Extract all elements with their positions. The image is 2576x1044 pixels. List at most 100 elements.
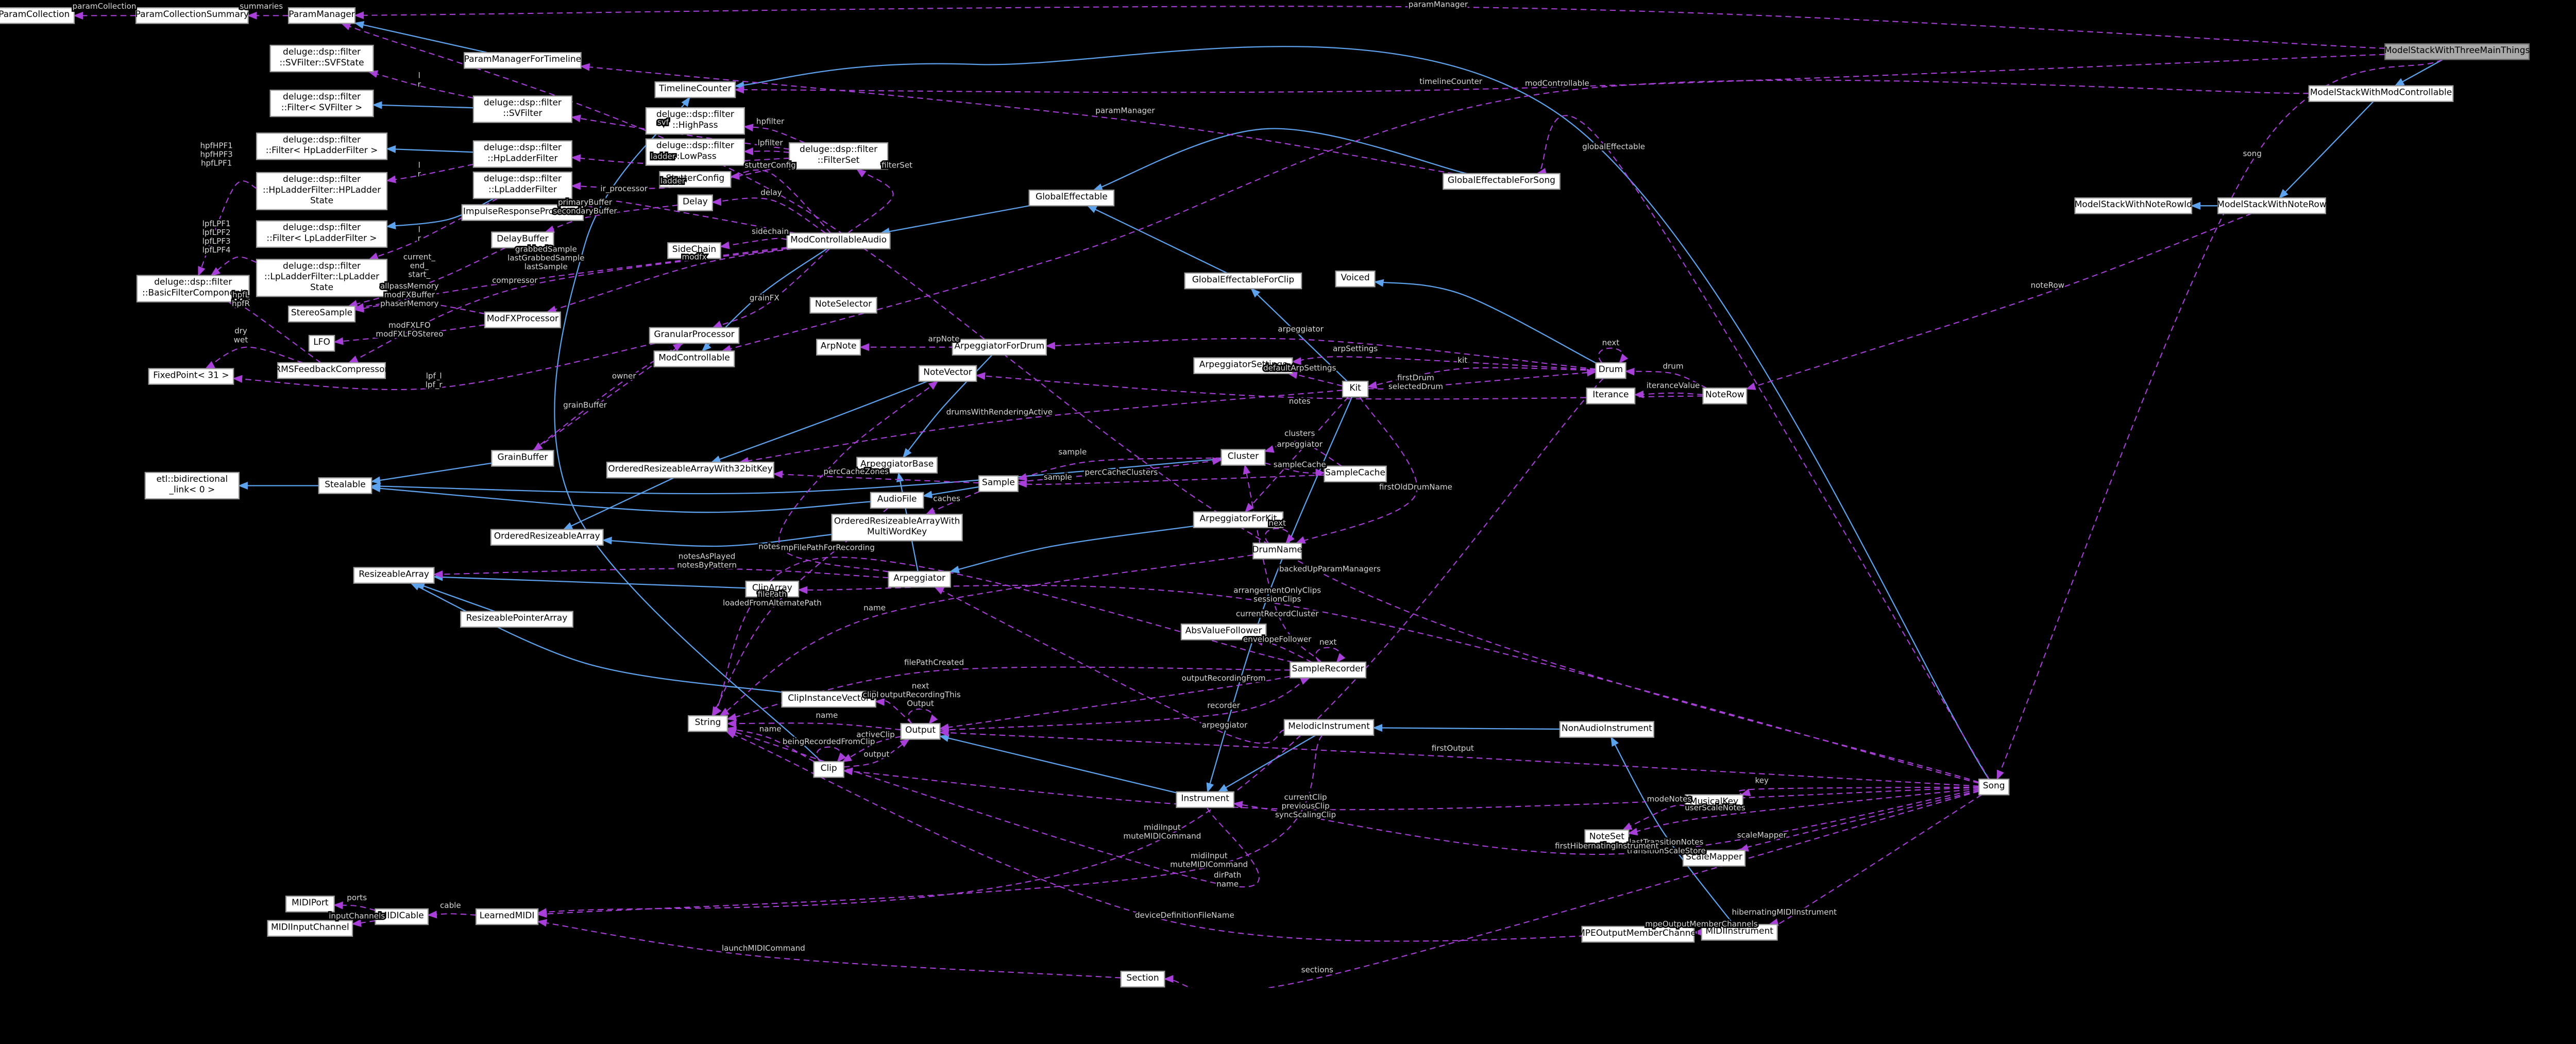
node-stealable[interactable]: Stealable	[318, 477, 372, 494]
node-non_audio[interactable]: NonAudioInstrument	[1559, 721, 1655, 738]
node-arp_note[interactable]: ArpNote	[816, 339, 861, 356]
node-clip[interactable]: Clip	[813, 761, 844, 778]
node-midi_instr[interactable]: MIDIInstrument	[1701, 923, 1778, 941]
node-section[interactable]: Section	[1120, 970, 1165, 988]
node-string[interactable]: String	[687, 715, 728, 732]
node-recorder[interactable]: SampleRecorder	[1290, 661, 1367, 679]
node-glob_clip[interactable]: GlobalEffectableForClip	[1184, 272, 1302, 290]
node-arpeggiator[interactable]: Arpeggiator	[888, 570, 951, 588]
node-param_collection_summary[interactable]: ParamCollectionSummary	[135, 7, 249, 24]
node-glob_eff[interactable]: GlobalEffectable	[1028, 189, 1115, 207]
node-ms_three[interactable]: ModelStackWithThreeMainThings	[2384, 43, 2530, 60]
node-note_row[interactable]: NoteRow	[1702, 388, 1748, 405]
node-svf_state[interactable]: deluge::dsp::filter::SVFilter::SVFState	[269, 44, 374, 73]
node-timeline_counter[interactable]: TimelineCounter	[654, 81, 736, 98]
node-note_vector[interactable]: NoteVector	[918, 365, 977, 382]
node-basic_filter[interactable]: deluge::dsp::filter::BasicFilterComponen…	[136, 275, 250, 302]
node-filter_hp[interactable]: deluge::dsp::filter::Filter< HpLadderFil…	[256, 132, 388, 160]
midi_in_ch-text: MIDIInputChannel	[271, 922, 349, 932]
node-drum_name[interactable]: DrumName	[1252, 542, 1302, 560]
node-highpass[interactable]: deluge::dsp::filter::HighPass	[645, 107, 745, 135]
node-lowpass[interactable]: deluge::dsp::filter::LowPass	[645, 138, 745, 166]
node-iterance[interactable]: Iterance	[1586, 388, 1636, 405]
node-instrument[interactable]: Instrument	[1176, 791, 1234, 809]
node-hp_state[interactable]: deluge::dsp::filter::HpLadderFilter::HPL…	[256, 172, 388, 211]
node-resize_ptr[interactable]: ResizeablePointerArray	[460, 611, 573, 628]
node-param_collection[interactable]: ParamCollection	[0, 7, 75, 24]
node-abs_val[interactable]: AbsValueFollower	[1180, 624, 1267, 641]
node-sample[interactable]: Sample	[978, 475, 1019, 492]
node-glob_song[interactable]: GlobalEffectableForSong	[1443, 173, 1561, 190]
node-midi_cable[interactable]: MIDICable	[375, 908, 429, 925]
grain_buffer-text: GrainBuffer	[498, 452, 548, 462]
node-ms_modctrl[interactable]: ModelStackWithModControllable	[2308, 85, 2454, 102]
node-note_selector[interactable]: NoteSelector	[809, 297, 877, 314]
node-civ[interactable]: ClipInstanceVector	[781, 691, 876, 708]
node-lp_ladder[interactable]: deluge::dsp::filter::LpLadderFilter	[472, 171, 573, 199]
node-filter_svf[interactable]: deluge::dsp::filter::Filter< SVFilter >	[269, 89, 374, 117]
node-ordered_arr[interactable]: OrderedResizeableArray	[490, 529, 604, 546]
node-sample_cache[interactable]: SampleCache	[1324, 465, 1387, 483]
node-musical_key[interactable]: MusicalKey	[1685, 794, 1743, 811]
midi_instr-text: MIDIInstrument	[1705, 926, 1773, 936]
node-ms_nr[interactable]: ModelStackWithNoteRow	[2217, 197, 2327, 214]
mod_controllable-text: ModControllable	[658, 352, 730, 363]
stutter-text: StutterConfig	[666, 173, 725, 183]
node-resize_arr[interactable]: ResizeableArray	[353, 567, 435, 584]
sample_cache-text: SampleCache	[1325, 468, 1385, 478]
node-song[interactable]: Song	[1978, 778, 2010, 796]
node-note_set[interactable]: NoteSet	[1584, 829, 1630, 846]
edge-kit-arp_for_kit	[1244, 396, 1349, 513]
node-granular[interactable]: GranularProcessor	[649, 327, 740, 344]
node-midi_in_ch[interactable]: MIDIInputChannel	[267, 920, 353, 937]
node-pmft[interactable]: ParamManagerForTimeline	[464, 52, 582, 69]
node-learned[interactable]: LearnedMIDI	[475, 908, 539, 925]
node-voiced[interactable]: Voiced	[1335, 270, 1376, 288]
node-output[interactable]: Output	[900, 723, 941, 740]
node-audio_file[interactable]: AudioFile	[870, 492, 924, 509]
node-sidechain[interactable]: SideChain	[667, 242, 721, 259]
node-svfilter[interactable]: deluge::dsp::filter::SVFilter	[472, 95, 573, 123]
node-stutter[interactable]: StutterConfig	[659, 171, 732, 188]
node-arp_base[interactable]: ArpeggiatorBase	[856, 457, 938, 474]
node-hp_ladder[interactable]: deluge::dsp::filter::HpLadderFilter	[472, 140, 573, 168]
basic_filter-text: deluge::dsp::filter::BasicFilterComponen…	[142, 277, 244, 298]
node-modfx[interactable]: ModFXProcessor	[484, 311, 561, 329]
edge-cluster-sample	[1017, 457, 1222, 481]
node-lfo[interactable]: LFO	[308, 334, 335, 352]
node-param_manager[interactable]: ParamManager	[287, 7, 356, 24]
node-arp_for_drum[interactable]: ArpeggiatorForDrum	[952, 339, 1047, 356]
node-mca[interactable]: ModControllableAudio	[786, 232, 891, 249]
edge-clip-timeline_counter	[554, 96, 822, 762]
edge-midi_cable-midi_in_ch	[351, 919, 376, 927]
node-etl_link[interactable]: etl::bidirectional_link< 0 >	[144, 472, 240, 500]
node-ordered32[interactable]: OrderedResizeableArrayWith32bitKey	[606, 461, 774, 479]
node-irp[interactable]: ImpulseResponseProcessor	[461, 204, 584, 221]
node-kit[interactable]: Kit	[1342, 380, 1369, 398]
node-delay[interactable]: Delay	[677, 194, 713, 211]
node-midi_port[interactable]: MIDIPort	[285, 896, 335, 913]
node-mpe[interactable]: MPEOutputMemberChannel	[1578, 925, 1699, 943]
node-arp_settings[interactable]: ArpeggiatorSettings	[1193, 357, 1293, 374]
node-grain_buffer[interactable]: GrainBuffer	[491, 450, 554, 467]
node-scale_mapper[interactable]: ScaleMapper	[1682, 850, 1746, 867]
node-drum[interactable]: Drum	[1595, 362, 1626, 379]
node-clip_array[interactable]: ClipArray	[745, 580, 800, 598]
node-filter_lp[interactable]: deluge::dsp::filter::Filter< LpLadderFil…	[256, 220, 388, 248]
node-stereo_sample[interactable]: StereoSample	[287, 306, 356, 323]
node-melodic[interactable]: MelodicInstrument	[1283, 719, 1375, 736]
node-filter_set[interactable]: deluge::dsp::filter::FilterSet	[788, 142, 889, 170]
node-rms[interactable]: RMSFeedbackCompressor	[275, 362, 388, 379]
node-mod_controllable[interactable]: ModControllable	[653, 350, 735, 367]
node-arp_for_kit[interactable]: ArpeggiatorForKit	[1193, 511, 1284, 528]
node-cluster[interactable]: Cluster	[1221, 449, 1266, 466]
edge-ordered32-ordered_arr	[563, 477, 674, 530]
edge-section-learned	[537, 919, 1121, 979]
node-ms_nr_id[interactable]: ModelStackWithNoteRowId	[2074, 197, 2193, 214]
node-lp_state[interactable]: deluge::dsp::filter::LpLadderFilter::LpL…	[256, 259, 388, 297]
node-delay_buffer[interactable]: DelayBuffer	[491, 231, 554, 248]
node-fixed_point[interactable]: FixedPoint< 31 >	[148, 368, 234, 385]
